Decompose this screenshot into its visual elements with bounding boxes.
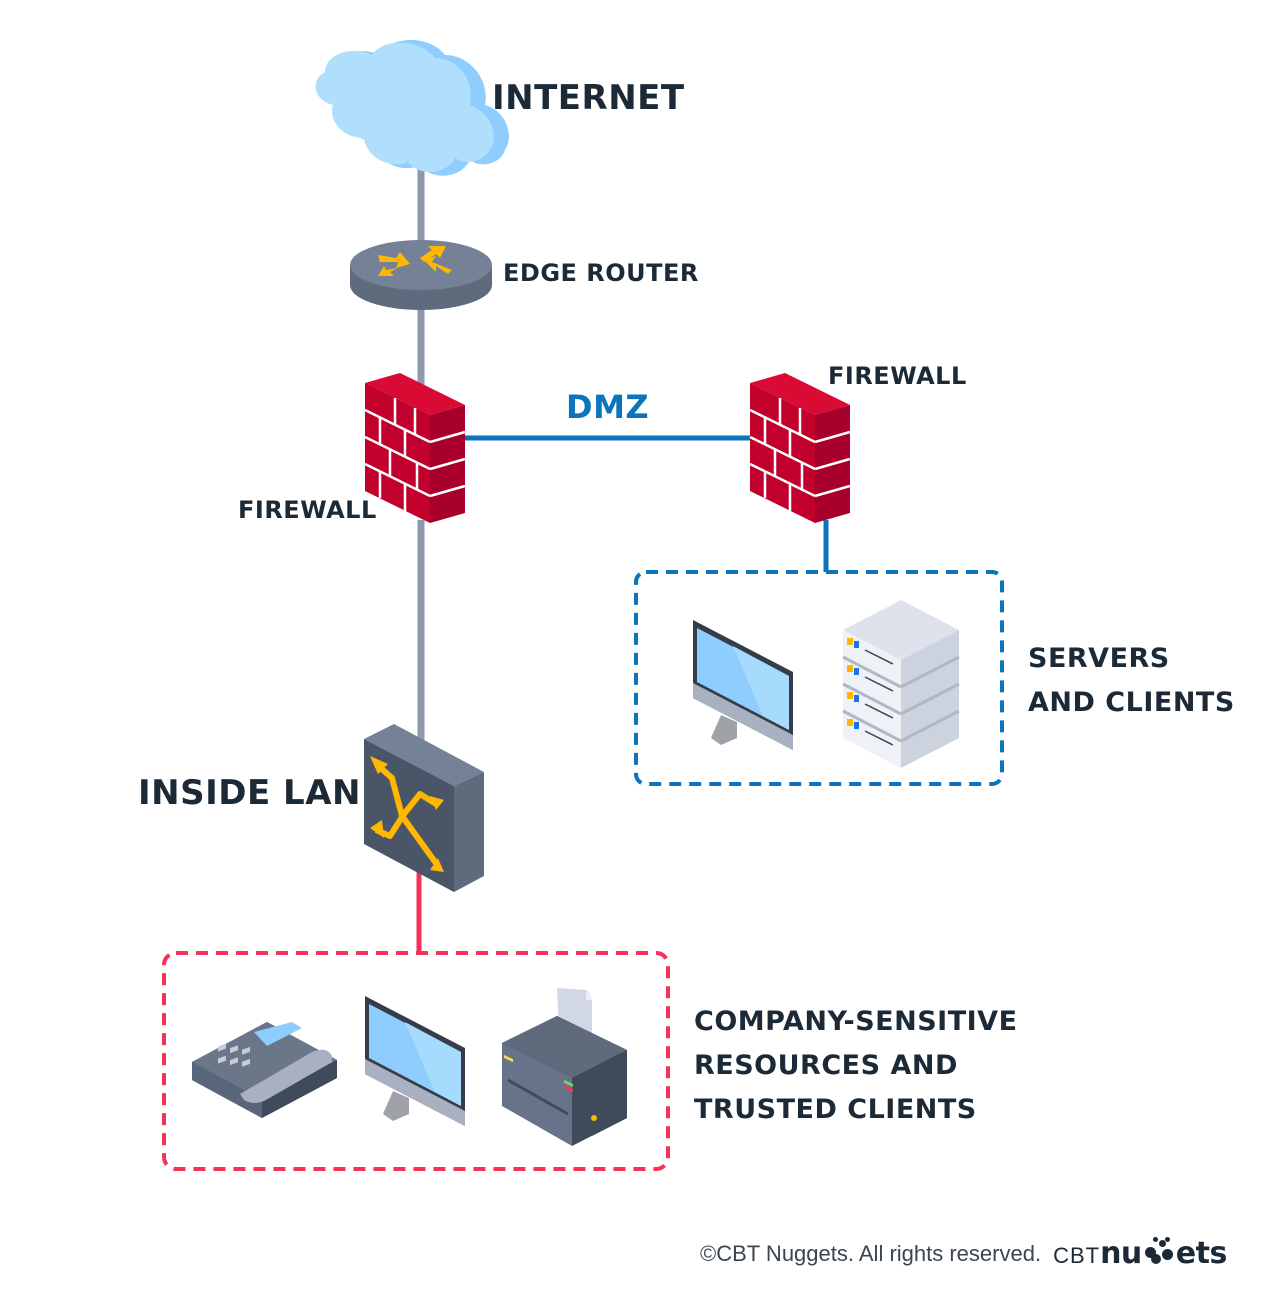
lan-zone-boundary <box>162 951 670 1171</box>
edge-router-label: EDGE ROUTER <box>503 259 699 287</box>
desk-phone-icon <box>192 1022 337 1118</box>
inside-lan-label: INSIDE LAN <box>138 773 361 813</box>
label-line: COMPANY-SENSITIVE <box>694 1006 1018 1037</box>
monitor-icon <box>365 996 465 1126</box>
logo-cbt-text: CBT <box>1053 1243 1101 1268</box>
firewall-dmz-label: FIREWALL <box>828 362 967 390</box>
internet-label: INTERNET <box>492 78 685 118</box>
label-line: AND CLIENTS <box>1028 687 1235 718</box>
logo-nuggets-end: ets <box>1175 1236 1228 1271</box>
label-line: RESOURCES AND <box>694 1050 958 1081</box>
server-stack-icon <box>842 600 960 768</box>
logo-nuggets-text: nu ets <box>1100 1236 1227 1271</box>
cloud-icon <box>315 40 509 176</box>
monitor-icon <box>693 620 793 750</box>
servers-clients-label: SERVERS AND CLIENTS <box>1028 637 1235 725</box>
switch-icon <box>364 724 484 892</box>
copyright-text: ©CBT Nuggets. All rights reserved. <box>700 1240 1042 1266</box>
router-icon <box>350 240 492 310</box>
firewall-inside-label: FIREWALL <box>238 496 377 524</box>
dmz-label: DMZ <box>566 388 650 426</box>
printer-icon <box>502 988 627 1146</box>
footer: ©CBT Nuggets. All rights reserved. CBT n… <box>700 1236 1227 1271</box>
dmz-zone-boundary <box>634 570 1004 786</box>
firewall-icon <box>364 373 466 523</box>
logo-nuggets-start: nu <box>1100 1236 1142 1271</box>
firewall-icon <box>749 373 851 523</box>
label-line: TRUSTED CLIENTS <box>694 1094 977 1125</box>
label-line: SERVERS <box>1028 643 1170 674</box>
company-sensitive-label: COMPANY-SENSITIVE RESOURCES AND TRUSTED … <box>694 1000 1018 1132</box>
cbt-nuggets-logo: CBT nu ets <box>1053 1236 1227 1271</box>
nugget-dots-icon <box>1143 1237 1175 1264</box>
